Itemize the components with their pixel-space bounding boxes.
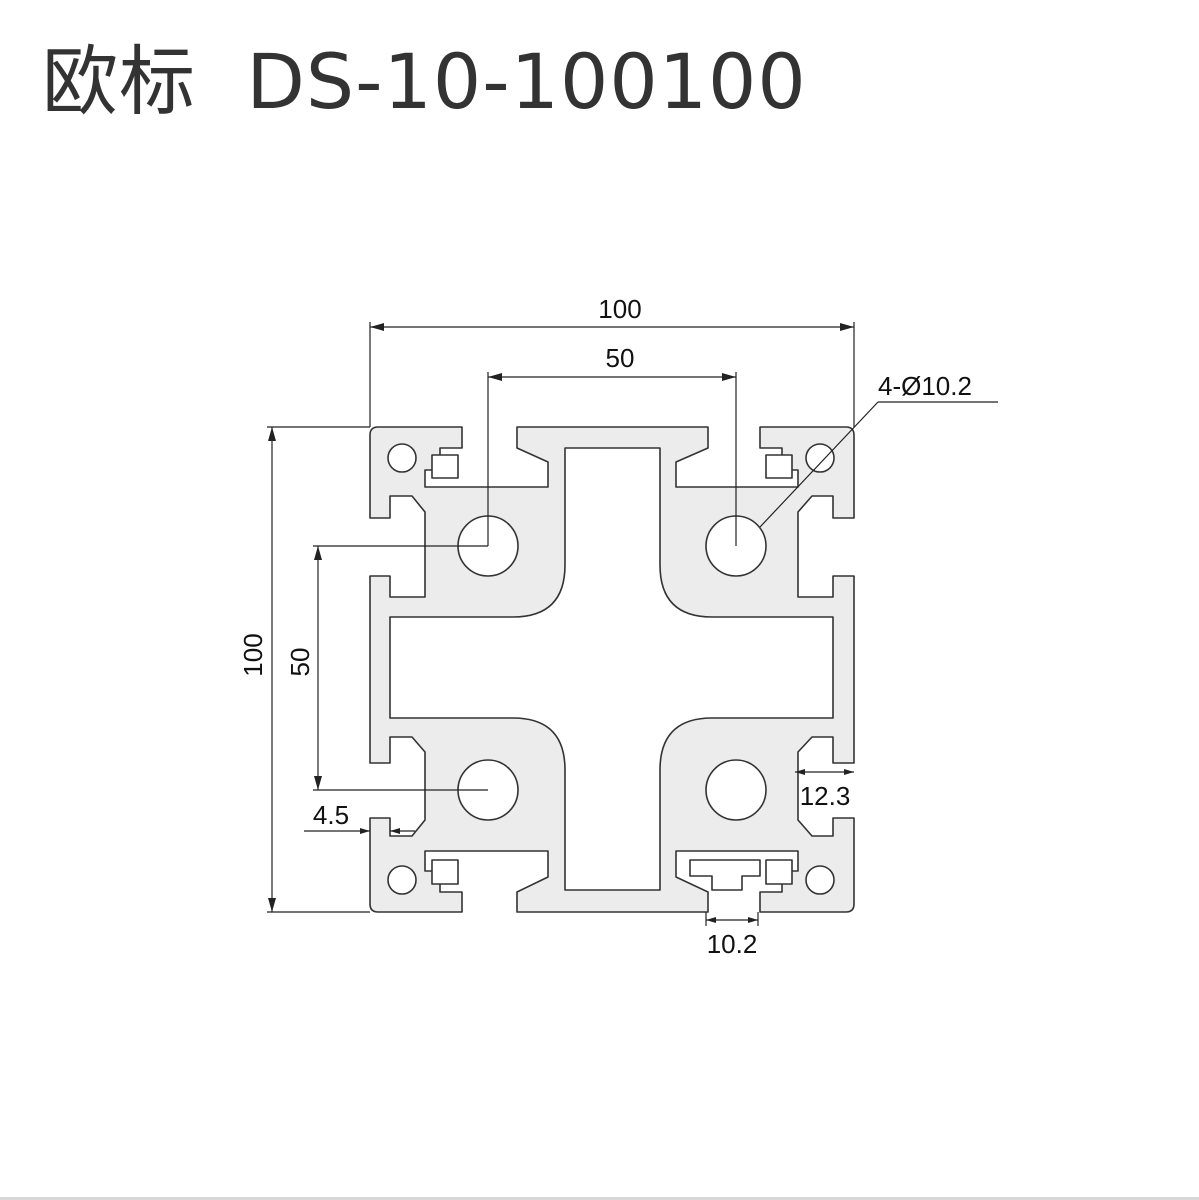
slot-bottom-center xyxy=(689,859,761,891)
title-model: DS-10-100100 xyxy=(246,37,807,126)
center-cavity xyxy=(389,447,834,891)
dim-label-wall-thickness: 4.5 xyxy=(313,800,349,830)
slot-top-right xyxy=(765,454,793,479)
corner-hole-bottom-left xyxy=(387,865,417,895)
corner-hole-top-left xyxy=(387,443,417,473)
dim-label-hole-pitch-horizontal: 50 xyxy=(606,343,635,373)
dimension-slot-depth: 12.3 xyxy=(795,769,854,811)
dimension-holes: 4-Ø10.2 xyxy=(759,371,998,528)
dim-label-slot-depth: 12.3 xyxy=(800,781,851,811)
slot-top-left xyxy=(431,454,459,479)
slot-bottom-left xyxy=(431,859,459,885)
page-title: 欧标 DS-10-100100 xyxy=(42,44,807,120)
bottom-divider xyxy=(0,1197,1199,1200)
title-prefix: 欧标 xyxy=(42,37,196,126)
dimension-hole-pitch-horizontal: 50 xyxy=(487,343,737,546)
dimension-overall-height: 100 xyxy=(238,426,370,913)
core-hole-bottom-right xyxy=(705,759,767,821)
dim-label-overall-width: 100 xyxy=(598,294,641,324)
dim-label-overall-height: 100 xyxy=(238,633,268,676)
dimension-overall-width: 100 xyxy=(369,294,855,427)
dimension-wall-thickness: 4.5 xyxy=(304,800,415,834)
dim-label-hole-pitch-vertical: 50 xyxy=(285,648,315,677)
corner-hole-bottom-right xyxy=(805,865,835,895)
dim-label-slot-width: 10.2 xyxy=(707,929,758,959)
dimension-hole-pitch-vertical: 50 xyxy=(285,545,488,791)
slot-bottom-right xyxy=(765,859,793,885)
dim-label-holes: 4-Ø10.2 xyxy=(878,371,972,401)
dimension-slot-width: 10.2 xyxy=(705,912,759,959)
corner-hole-top-right xyxy=(805,443,835,473)
